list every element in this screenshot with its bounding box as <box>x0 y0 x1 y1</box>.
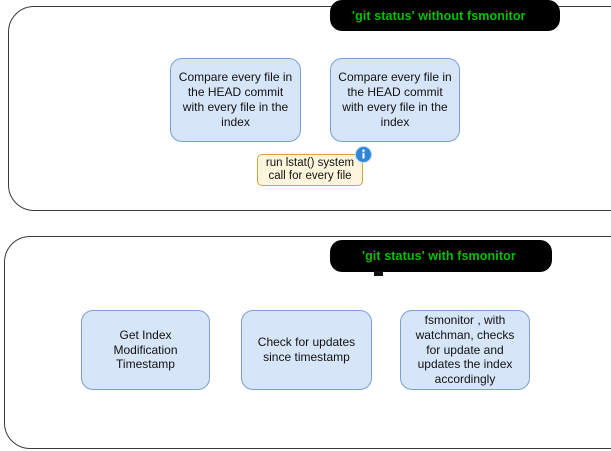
banner-connector-stub <box>374 271 383 276</box>
note-lstat-system-call[interactable]: run lstat() system call for every file <box>257 154 363 186</box>
node-head-compare-a[interactable]: Compare every file in the HEAD commit wi… <box>170 58 301 142</box>
node-check-updates[interactable]: Check for updates since timestamp <box>241 310 372 390</box>
node-fsmonitor-watchman[interactable]: fsmonitor , with watchman, checks for up… <box>400 310 530 390</box>
section-banner-without-fsmonitor: 'git status' without fsmonitor <box>330 0 560 31</box>
info-icon <box>355 146 372 163</box>
node-head-compare-b[interactable]: Compare every file in the HEAD commit wi… <box>330 58 460 142</box>
node-index-timestamp[interactable]: Get Index Modification Timestamp <box>81 310 210 390</box>
section-banner-with-fsmonitor: 'git status' with fsmonitor <box>330 240 552 272</box>
